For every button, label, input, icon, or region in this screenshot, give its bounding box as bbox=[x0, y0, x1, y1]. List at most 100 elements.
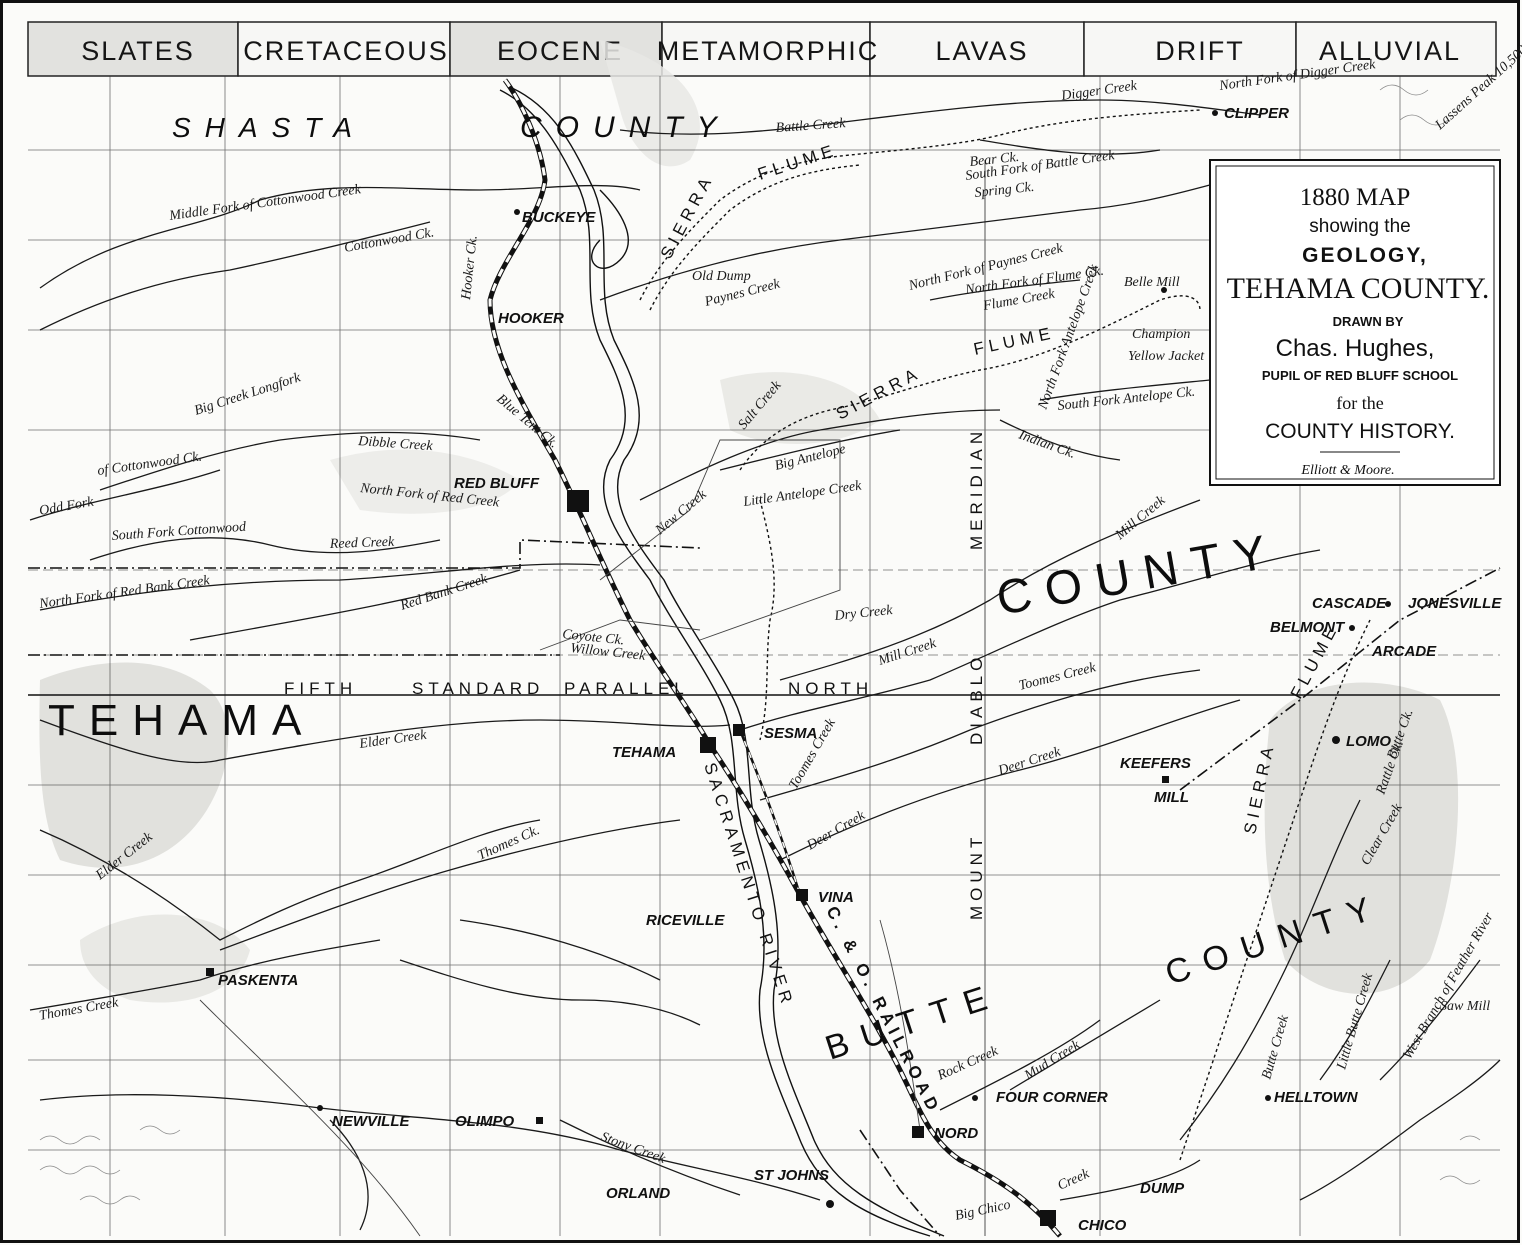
town-marker-tehama bbox=[700, 737, 716, 753]
creek-big-antelope: Big Antelope bbox=[773, 442, 847, 474]
label-meridian: MERIDIAN bbox=[967, 427, 986, 550]
town-belmont: BELMONT bbox=[1270, 619, 1346, 636]
legend-drift: DRIFT bbox=[1155, 36, 1244, 66]
railroad bbox=[487, 78, 1062, 1238]
creek-reed: Reed Creek bbox=[329, 535, 396, 552]
label-north: NORTH bbox=[788, 679, 873, 698]
town-sesma: SESMA bbox=[764, 725, 817, 742]
legend-bar: SLATES CRETACEOUS EOCENE METAMORPHIC LAV… bbox=[27, 21, 1497, 77]
label-parallel: PARALLEL bbox=[564, 679, 689, 698]
town-marker-red-bluff bbox=[567, 490, 589, 512]
creek-battle: Battle Creek bbox=[775, 116, 847, 136]
geology-shading bbox=[39, 40, 1459, 1003]
town-belle-mill: Belle Mill bbox=[1124, 275, 1180, 290]
legend-slates: SLATES bbox=[81, 36, 195, 66]
town-clipper: CLIPPER bbox=[1224, 105, 1289, 122]
label-mount: MOUNT bbox=[967, 833, 986, 920]
town-marker-helltown bbox=[1265, 1095, 1271, 1101]
town-four-corner: FOUR CORNER bbox=[996, 1089, 1108, 1106]
town-newville: NEWVILLE bbox=[332, 1113, 410, 1130]
creek-bear: Bear Ck. bbox=[969, 150, 1020, 170]
creek-dry: Dry Creek bbox=[833, 603, 894, 624]
town-helltown: HELLTOWN bbox=[1274, 1089, 1359, 1106]
label-sacramento-river: SACRAMENTO RIVER bbox=[700, 760, 797, 1010]
label-sierra-1: SIERRA bbox=[657, 171, 718, 262]
creek-middle-fork-cottonwood: Middle Fork of Cottonwood Creek bbox=[167, 182, 362, 224]
town-keefers: KEEFERS bbox=[1120, 755, 1191, 772]
town-lomo: LOMO bbox=[1346, 733, 1391, 750]
town-marker-buckeye bbox=[514, 209, 520, 215]
creek-of-cottonwood: of Cottonwood Ck. bbox=[96, 449, 202, 479]
creek-chico: Creek bbox=[1056, 1166, 1093, 1193]
cartouche-pupil: PUPIL OF RED BLUFF SCHOOL bbox=[1262, 368, 1458, 383]
town-hooker: HOOKER bbox=[498, 310, 564, 327]
town-buckeye: BUCKEYE bbox=[522, 209, 596, 226]
town-labels: BUCKEYE HOOKER RED BLUFF TEHAMA SESMA VI… bbox=[218, 105, 1502, 1234]
creek-odd-fork: Odd Fork bbox=[38, 495, 95, 519]
sacramento-river bbox=[499, 87, 945, 1237]
creek-big-creek: Big Creek Longfork bbox=[193, 370, 304, 419]
label-flume-1: FLUME bbox=[755, 140, 839, 184]
township-grid bbox=[28, 76, 1500, 1236]
town-marker-chico bbox=[1040, 1210, 1056, 1226]
cartouche-subtitle: showing the bbox=[1309, 216, 1410, 237]
town-chico: CHICO bbox=[1078, 1217, 1127, 1234]
town-yellow-jacket: Yellow Jacket bbox=[1128, 349, 1205, 364]
town-marker-nord bbox=[912, 1126, 924, 1138]
town-marker-cascade bbox=[1385, 601, 1391, 607]
cartouche-history: COUNTY HISTORY. bbox=[1265, 420, 1455, 443]
cartouche-geology: GEOLOGY, bbox=[1302, 244, 1428, 267]
mountain-texture bbox=[39, 84, 1481, 1205]
town-paskenta: PASKENTA bbox=[218, 972, 298, 989]
creek-north-fork-red-bank: North Fork of Red Bank Creek bbox=[37, 573, 211, 612]
town-st-johns: ST JOHNS bbox=[754, 1167, 829, 1184]
creek-saw-mill: Saw Mill bbox=[1440, 999, 1490, 1014]
cartouche-author: Chas. Hughes, bbox=[1276, 335, 1435, 362]
town-red-bluff: RED BLUFF bbox=[454, 475, 540, 492]
legend-lavas: LAVAS bbox=[935, 36, 1028, 66]
creek-little-antelope: Little Antelope Creek bbox=[741, 478, 863, 510]
county-boundary bbox=[28, 539, 1501, 1237]
cartouche-drawn-by: DRAWN BY bbox=[1333, 314, 1404, 329]
town-tehama: TEHAMA bbox=[612, 744, 676, 761]
town-olimpo: OLIMPO bbox=[455, 1113, 514, 1130]
creek-dibble: Dibble Creek bbox=[357, 434, 434, 454]
creek-toomes-2: Toomes Creek bbox=[1017, 660, 1098, 694]
cartouche-publisher: Elliott & Moore. bbox=[1300, 463, 1394, 478]
creek-mud: Mud Creek bbox=[1021, 1037, 1083, 1084]
creek-coyote: Coyote Ck. bbox=[562, 627, 625, 648]
label-tehama-county: COUNTY bbox=[993, 524, 1285, 626]
town-marker-vina bbox=[796, 889, 808, 901]
town-old-dump: Old Dump bbox=[692, 269, 751, 284]
sierra-flume-lines bbox=[639, 109, 1371, 1161]
creek-cottonwood-ck: Cottonwood Ck. bbox=[343, 225, 435, 256]
label-tehama: TEHAMA bbox=[48, 696, 315, 745]
legend-cretaceous: CRETACEOUS bbox=[243, 36, 449, 66]
town-marker-olimpo bbox=[536, 1117, 543, 1124]
town-marker-four-corner bbox=[972, 1095, 978, 1101]
creek-indian: Indian Ck. bbox=[1016, 427, 1078, 462]
creek-butte: Butte Creek bbox=[1259, 1013, 1292, 1081]
cartouche-county: TEHAMA COUNTY. bbox=[1227, 272, 1490, 305]
cartouche-for-the: for the bbox=[1336, 393, 1383, 413]
town-riceville: RICEVILLE bbox=[646, 912, 725, 929]
town-cascade: CASCADE bbox=[1312, 595, 1387, 612]
town-marker-keefers bbox=[1162, 776, 1169, 783]
town-mill: MILL bbox=[1154, 789, 1189, 806]
creek-mill: Mill Creek bbox=[1112, 493, 1169, 544]
town-marker-sesma bbox=[733, 724, 745, 736]
town-marker-belle-mill bbox=[1161, 287, 1167, 293]
town-marker-paskenta bbox=[206, 968, 214, 976]
town-nord: NORD bbox=[934, 1125, 978, 1142]
town-marker-newville bbox=[317, 1105, 323, 1111]
town-marker-belmont bbox=[1349, 625, 1355, 631]
creek-south-fork-cottonwood: South Fork Cottonwood bbox=[111, 520, 247, 544]
creek-network bbox=[29, 99, 1501, 1231]
label-standard: STANDARD bbox=[412, 679, 544, 698]
town-orland: ORLAND bbox=[606, 1185, 670, 1202]
creek-deer: Deer Creek bbox=[804, 808, 869, 854]
creek-willow: Willow Creek bbox=[570, 641, 647, 664]
creek-rock: Rock Creek bbox=[935, 1043, 1002, 1084]
creek-hooker: Hooker Ck. bbox=[459, 235, 481, 302]
creek-big-chico: Big Chico bbox=[954, 1198, 1012, 1224]
